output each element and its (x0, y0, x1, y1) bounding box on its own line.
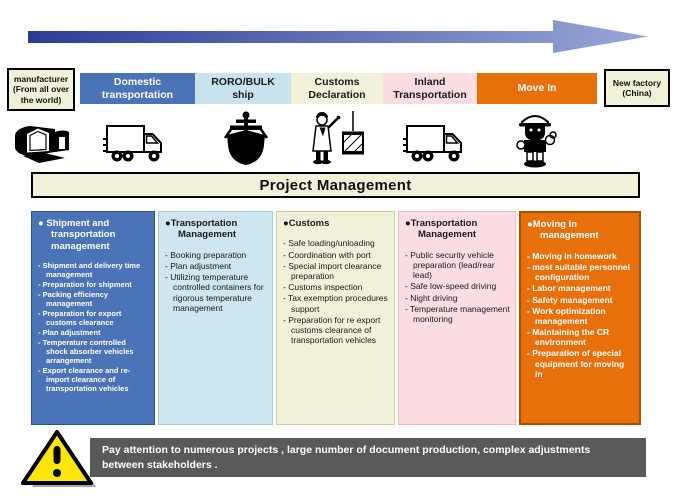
column-item: Utilizing temperature controlled contain… (165, 272, 267, 313)
project-management-banner: Project Management (31, 172, 640, 198)
column-item: Customs inspection (283, 282, 389, 292)
column-header: ●Transportation Management (405, 218, 478, 241)
column-shipment-management: ● Shipment and transportation management… (31, 211, 155, 425)
stage-customs-declaration: Customs Declaration (291, 73, 383, 104)
column-transportation-management-inland: ●Transportation Management Public securi… (398, 211, 516, 425)
column-item: Plan adjustment (165, 261, 267, 271)
column-item: Plan adjustment (38, 328, 149, 337)
stage-label: RORO/BULK ship (211, 76, 275, 101)
column-item: Labor management (527, 283, 634, 293)
stage-row: Domestic transportation RORO/BULK ship C… (80, 73, 597, 104)
column-items: Safe loading/unloadingCoordination with … (283, 238, 389, 345)
stage-move-in: Move In (477, 73, 597, 104)
customs-inspection-icon (307, 111, 365, 167)
warehouse-icon (13, 121, 81, 165)
column-item: Maintaining the CR environment (527, 327, 634, 347)
column-item: Temperature management monitoring (405, 304, 510, 324)
column-item: Preparation of special equipment for mov… (527, 348, 634, 379)
banner-title: Project Management (259, 176, 412, 194)
column-item: Preparation for re export customs cleara… (283, 315, 389, 346)
stage-label: Inland Transportation (393, 76, 467, 101)
column-header: ● Shipment and transportation management (38, 218, 116, 252)
column-item: Safety management (527, 295, 634, 305)
column-item: Public security vehicle preparation (lea… (405, 250, 510, 281)
new-factory-label: New factory (China) (612, 77, 662, 98)
warning-note: Pay attention to numerous projects , lar… (90, 438, 646, 477)
column-item: most suitable personnel configuration (527, 262, 634, 282)
column-items: Public security vehicle preparation (lea… (405, 250, 510, 324)
manufacturer-label: manufacturer (From all over the world) (12, 74, 70, 105)
column-item: Booking preparation (165, 250, 267, 260)
stage-inland-transportation: Inland Transportation (383, 73, 477, 104)
warning-text: Pay attention to numerous projects , lar… (102, 443, 591, 471)
truck-icon (103, 121, 167, 165)
timeline-arrow-icon (28, 20, 648, 53)
cargo-ship-icon (221, 111, 271, 167)
column-item: Preparation for export customs clearance (38, 309, 149, 327)
column-header: ●Moving in management (527, 219, 599, 242)
warning-icon (21, 430, 96, 487)
truck-icon (403, 121, 467, 165)
column-item: Packing efficiency management (38, 290, 149, 308)
column-moving-in-management: ●Moving in management Moving in homework… (519, 211, 641, 425)
column-header: ●Transportation Management (165, 218, 238, 241)
column-items: Shipment and delivery time managementPre… (38, 261, 149, 393)
column-items: Moving in homeworkmost suitable personne… (527, 251, 634, 379)
stage-roro-bulk-ship: RORO/BULK ship (195, 73, 291, 104)
column-item: Moving in homework (527, 251, 634, 261)
column-item: Safe loading/unloading (283, 238, 389, 248)
manufacturer-box: manufacturer (From all over the world) (7, 68, 75, 111)
column-item: Work optimization management (527, 306, 634, 326)
management-columns: ● Shipment and transportation management… (31, 211, 641, 425)
column-transportation-management-sea: ●Transportation Management Booking prepa… (158, 211, 273, 425)
stage-label: Move In (517, 82, 557, 95)
stage-label: Customs Declaration (308, 76, 366, 101)
column-item: Night driving (405, 293, 510, 303)
column-item: Export clearance and re-import clearance… (38, 366, 149, 393)
column-item: Coordination with port (283, 250, 389, 260)
column-items: Booking preparationPlan adjustmentUtiliz… (165, 250, 267, 313)
column-item: Shipment and delivery time management (38, 261, 149, 279)
new-factory-box: New factory (China) (604, 69, 670, 107)
column-item: Safe low-speed driving (405, 281, 510, 291)
column-item: Special import clearance preparation (283, 261, 389, 281)
column-customs: ●Customs Safe loading/unloadingCoordinat… (276, 211, 395, 425)
column-header: ●Customs (283, 218, 330, 229)
column-item: Preparation for shipment (38, 280, 149, 289)
column-item: Tax exemption procedures support (283, 293, 389, 313)
column-item: Temperature controlled shock absorber ve… (38, 338, 149, 365)
stage-label: Domestic transportation (101, 76, 174, 101)
worker-icon (511, 110, 559, 168)
stage-domestic-transportation: Domestic transportation (80, 73, 195, 104)
